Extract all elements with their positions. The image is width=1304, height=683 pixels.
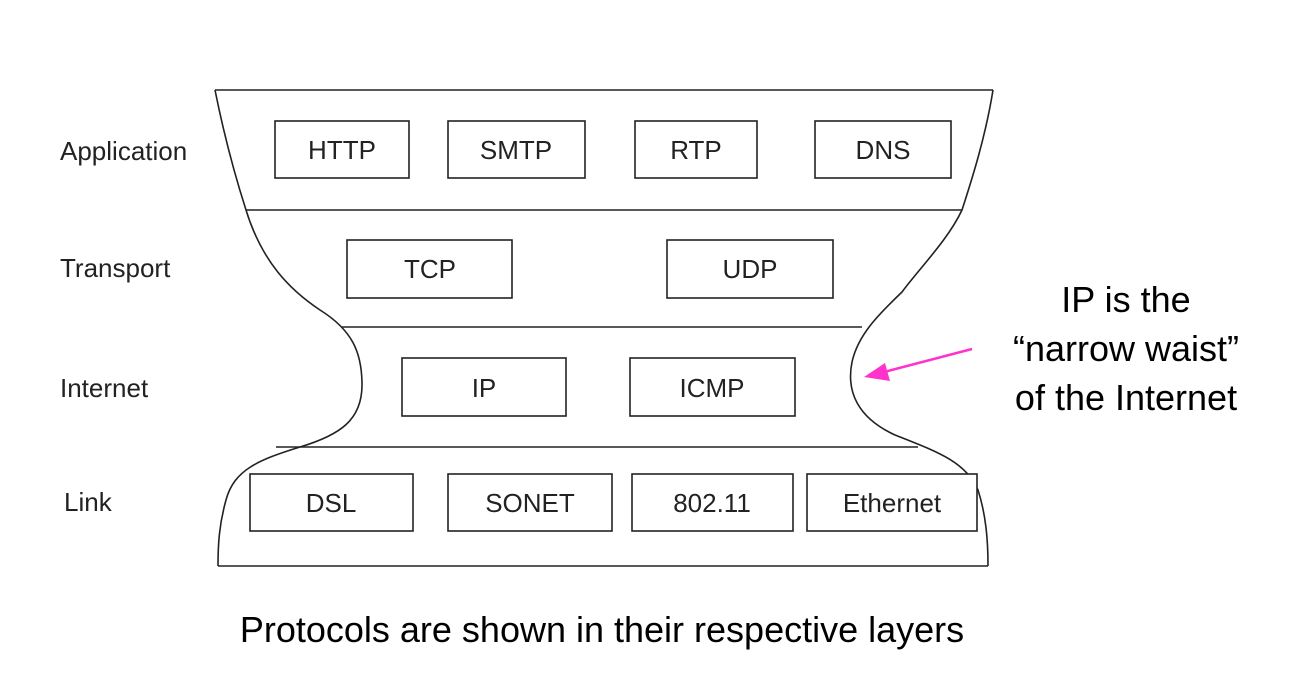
protocol-label-ip: IP xyxy=(472,373,497,403)
protocol-box-http: HTTP xyxy=(274,120,410,179)
protocol-box-sonet: SONET xyxy=(447,473,613,532)
annotation-line-1: IP is the xyxy=(1061,279,1190,320)
protocol-box-dns: DNS xyxy=(814,120,952,179)
protocol-box-80211: 802.11 xyxy=(631,473,794,532)
protocol-label-rtp: RTP xyxy=(670,135,722,165)
protocol-label-http: HTTP xyxy=(308,135,376,165)
protocol-label-icmp: ICMP xyxy=(680,373,745,403)
protocol-label-ethernet: Ethernet xyxy=(843,488,942,518)
protocol-label-udp: UDP xyxy=(723,254,778,284)
annotation-line-3: of the Internet xyxy=(1015,377,1237,418)
layer-label-application: Application xyxy=(60,136,187,166)
annotation-line-2: “narrow waist” xyxy=(1013,328,1239,369)
layer-label-internet: Internet xyxy=(60,373,149,403)
protocol-label-dsl: DSL xyxy=(306,488,357,518)
protocol-label-smtp: SMTP xyxy=(480,135,552,165)
protocol-box-udp: UDP xyxy=(666,239,834,299)
layer-label-link: Link xyxy=(64,487,113,517)
layer-label-transport: Transport xyxy=(60,253,171,283)
protocol-box-ethernet: Ethernet xyxy=(806,473,978,532)
narrow-waist-arrow-icon xyxy=(864,347,973,381)
stack-left-outline xyxy=(214,89,363,567)
protocol-box-smtp: SMTP xyxy=(447,120,586,179)
protocol-box-ip: IP xyxy=(401,357,567,417)
protocol-label-tcp: TCP xyxy=(404,254,456,284)
protocol-box-rtp: RTP xyxy=(634,120,758,179)
protocol-label-80211: 802.11 xyxy=(673,488,751,518)
protocol-box-tcp: TCP xyxy=(346,239,513,299)
protocol-box-dsl: DSL xyxy=(249,473,414,532)
protocol-label-dns: DNS xyxy=(856,135,911,165)
protocol-box-icmp: ICMP xyxy=(629,357,796,417)
diagram-caption: Protocols are shown in their respective … xyxy=(240,609,964,650)
protocol-label-sonet: SONET xyxy=(485,488,575,518)
